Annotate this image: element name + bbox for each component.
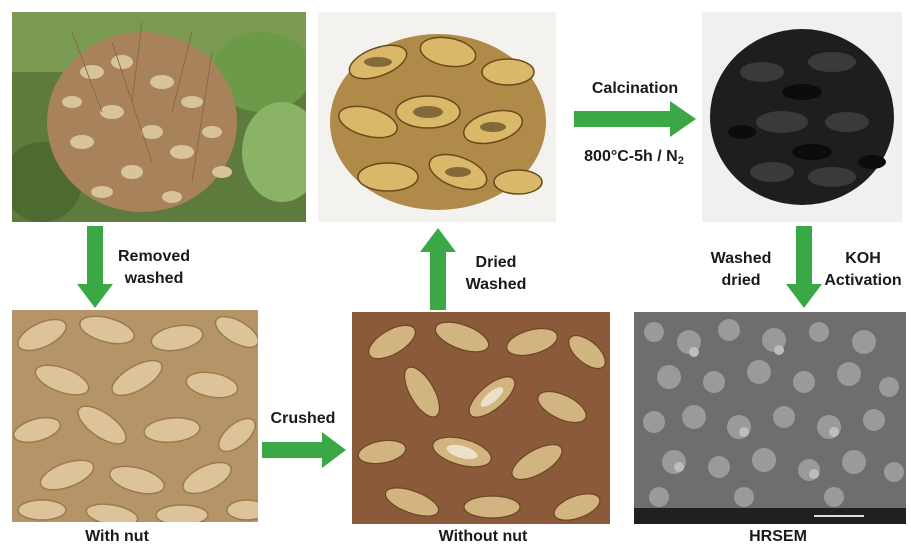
arrow-down-removed (77, 226, 113, 308)
removed-line: Removed (114, 246, 194, 268)
koh-line: KOH (816, 248, 910, 270)
hrsem-micrograph (634, 312, 906, 524)
calcination-label: Calcination (574, 78, 696, 100)
hrsem-caption: HRSEM (728, 526, 828, 548)
calcination-condition-subscript: 2 (678, 155, 684, 167)
calcination-condition-text: 800°C-5h / N (584, 148, 678, 165)
activation-line: Activation (816, 270, 910, 292)
washed-line: washed (114, 268, 194, 290)
peanut-plant-photo (12, 12, 306, 222)
arrow-up-dried (420, 228, 456, 310)
dried-line-2: dried (700, 270, 782, 292)
activated-carbon-photo (702, 12, 902, 222)
arrow-right-calcination (574, 101, 696, 137)
washed-dried-label: Washed dried (700, 248, 782, 292)
without-nut-caption: Without nut (418, 526, 548, 548)
crushed-shells-photo (352, 312, 610, 524)
removed-washed-label: Removed washed (114, 246, 194, 290)
crushed-label: Crushed (258, 408, 348, 430)
dried-line: Dried (456, 252, 536, 274)
dried-shells-photo (318, 12, 556, 222)
arrow-right-crushed (262, 432, 346, 468)
peanuts-with-nut-photo (12, 310, 258, 522)
with-nut-caption: With nut (62, 526, 172, 548)
washed-line-3: Washed (700, 248, 782, 270)
koh-activation-label: KOH Activation (816, 248, 910, 292)
washed-line-2: Washed (456, 274, 536, 296)
calcination-condition-label: 800°C-5h / N2 (566, 146, 702, 172)
dried-washed-label: Dried Washed (456, 252, 536, 296)
